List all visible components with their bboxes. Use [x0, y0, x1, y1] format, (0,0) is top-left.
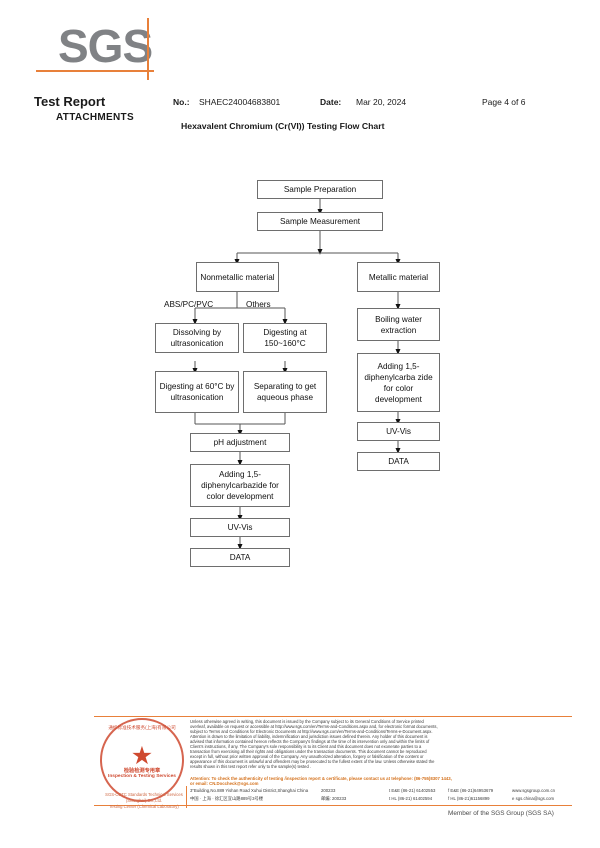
flow-node-metallic-material: Metallic material: [357, 262, 440, 292]
report-no-value: SHAEC24004683801: [199, 97, 281, 107]
footer-tel-cn: t HL (86-21) 61402594: [389, 796, 433, 801]
footer-zip-cn: 邮编: 200233: [321, 796, 347, 801]
flowchart-caption: Hexavalent Chromium (Cr(VI)) Testing Flo…: [181, 121, 385, 131]
flow-node-ph-adjustment: pH adjustment: [190, 433, 290, 452]
flow-node-digesting-60-ultrasonication: Digesting at 60°C by ultrasonication: [155, 371, 239, 413]
page-subtitle: ATTACHMENTS: [56, 112, 134, 123]
flow-node-data-right: DATA: [357, 452, 440, 471]
footer-fax-en: f E&E (86-21)64953679: [448, 788, 494, 793]
footer-top-rule: [94, 716, 572, 717]
flowchart-connectors: [192, 199, 401, 550]
terms-line: Unless otherwise agreed in writing, this…: [190, 719, 424, 724]
page-title: Test Report: [34, 94, 106, 109]
terms-line: Attention is drawn to the limitation of …: [190, 734, 428, 740]
footer-vertical-rule: [186, 786, 187, 808]
logo-horizontal-rule: [36, 70, 154, 72]
footer-zip-en: 200233: [321, 788, 336, 793]
flow-node-uv-vis-left: UV-Vis: [190, 518, 290, 537]
company-seal: 通标标准技术服务(上海)有限公司 ★ 检验检测专用章 Inspection & …: [100, 718, 184, 809]
footer-fax-cn: f HL (86-21)61156899: [448, 796, 490, 801]
flow-node-adding-dpc-right: Adding 1,5-diphenylcarba zide for color …: [357, 353, 440, 412]
report-no-label: No.:: [173, 97, 190, 107]
footer-bottom-rule: [94, 805, 572, 806]
flow-node-data-left: DATA: [190, 548, 290, 567]
page-number: Page 4 of 6: [482, 97, 526, 107]
footer-terms: Unless otherwise agreed in writing, this…: [190, 719, 572, 769]
seal-bottom-line: SGS-CSTC Standards Technical Services (S…: [105, 792, 183, 803]
flow-node-sample-measurement: Sample Measurement: [257, 212, 383, 231]
terms-line: subject to Terms and Conditions for Elec…: [190, 729, 433, 735]
attention-line: Attention: To check the authenticity of …: [190, 776, 452, 781]
flow-edge-label-abs-pc-pvc: ABS/PC/PVC: [164, 300, 214, 309]
flow-node-adding-dpc-left: Adding 1,5-diphenylcarbazide for color d…: [190, 464, 290, 507]
flow-node-digesting-150-160: Digesting at 150~160°C: [243, 323, 327, 353]
logo-vertical-rule: [147, 18, 149, 80]
footer-tel-en: t E&E (86-21) 61402553: [389, 788, 436, 793]
flow-node-boiling-water-extraction: Boiling water extraction: [357, 308, 440, 341]
report-date-value: Mar 20, 2024: [356, 97, 407, 107]
terms-line: transaction from exercising all their ri…: [190, 749, 427, 755]
seal-en-text: Inspection & Testing Services: [108, 774, 176, 779]
star-icon: ★: [130, 742, 154, 770]
attention-line: or email: CN.Doccheck@sgs.com: [190, 781, 259, 787]
footer-email: e sgs.china@sgs.com: [512, 796, 555, 801]
flow-node-nonmetallic-material: Nonmetallic material: [196, 262, 279, 292]
seal-ring: [100, 718, 184, 802]
seal-cn-text: 检验检测专用章: [123, 768, 161, 774]
flow-node-separating-aqueous-phase: Separating to get aqueous phase: [243, 371, 327, 413]
terms-line: results shown in this test report refer …: [190, 764, 312, 770]
seal-bottom-line: Testing Center (Chemical Laboratory): [109, 804, 179, 809]
footer-website: www.sgsgroup.com.cn: [512, 788, 555, 793]
terms-line: advised that information contained hereo…: [190, 739, 430, 745]
footer-address-en: 3″Building,No.889 Yishan Road Xuhui Dist…: [190, 788, 309, 793]
sgs-logo-text: SGS: [58, 20, 153, 72]
sgs-logo: SGS: [36, 18, 168, 82]
terms-line: appearance of this document is unlawful …: [190, 759, 435, 765]
terms-line: overleaf, available on request or access…: [190, 724, 438, 730]
footer-member-note: Member of the SGS Group (SGS SA): [448, 810, 554, 817]
flow-node-sample-preparation: Sample Preparation: [257, 180, 383, 199]
flow-edge-label-others: Others: [246, 300, 271, 309]
footer-address-cn: 中国 · 上海 · 徐汇区宜山路889号3号楼: [190, 796, 264, 801]
seal-arc-text: 通标标准技术服务(上海)有限公司: [108, 725, 176, 730]
report-date-label: Date:: [320, 97, 342, 107]
flow-node-dissolving-ultrasonication: Dissolving by ultrasonication: [155, 323, 239, 353]
seal-bottom-text: SGS-CSTC Standards Technical Services (S…: [96, 792, 192, 810]
terms-line: except in full, without prior written ap…: [190, 754, 424, 760]
footer-attention: Attention: To check the authenticity of …: [190, 776, 572, 787]
flowchart: Sample Preparation Sample Measurement No…: [155, 180, 440, 567]
terms-line: Client's instructions, if any. The Compa…: [190, 744, 422, 750]
flow-node-uv-vis-right: UV-Vis: [357, 422, 440, 441]
